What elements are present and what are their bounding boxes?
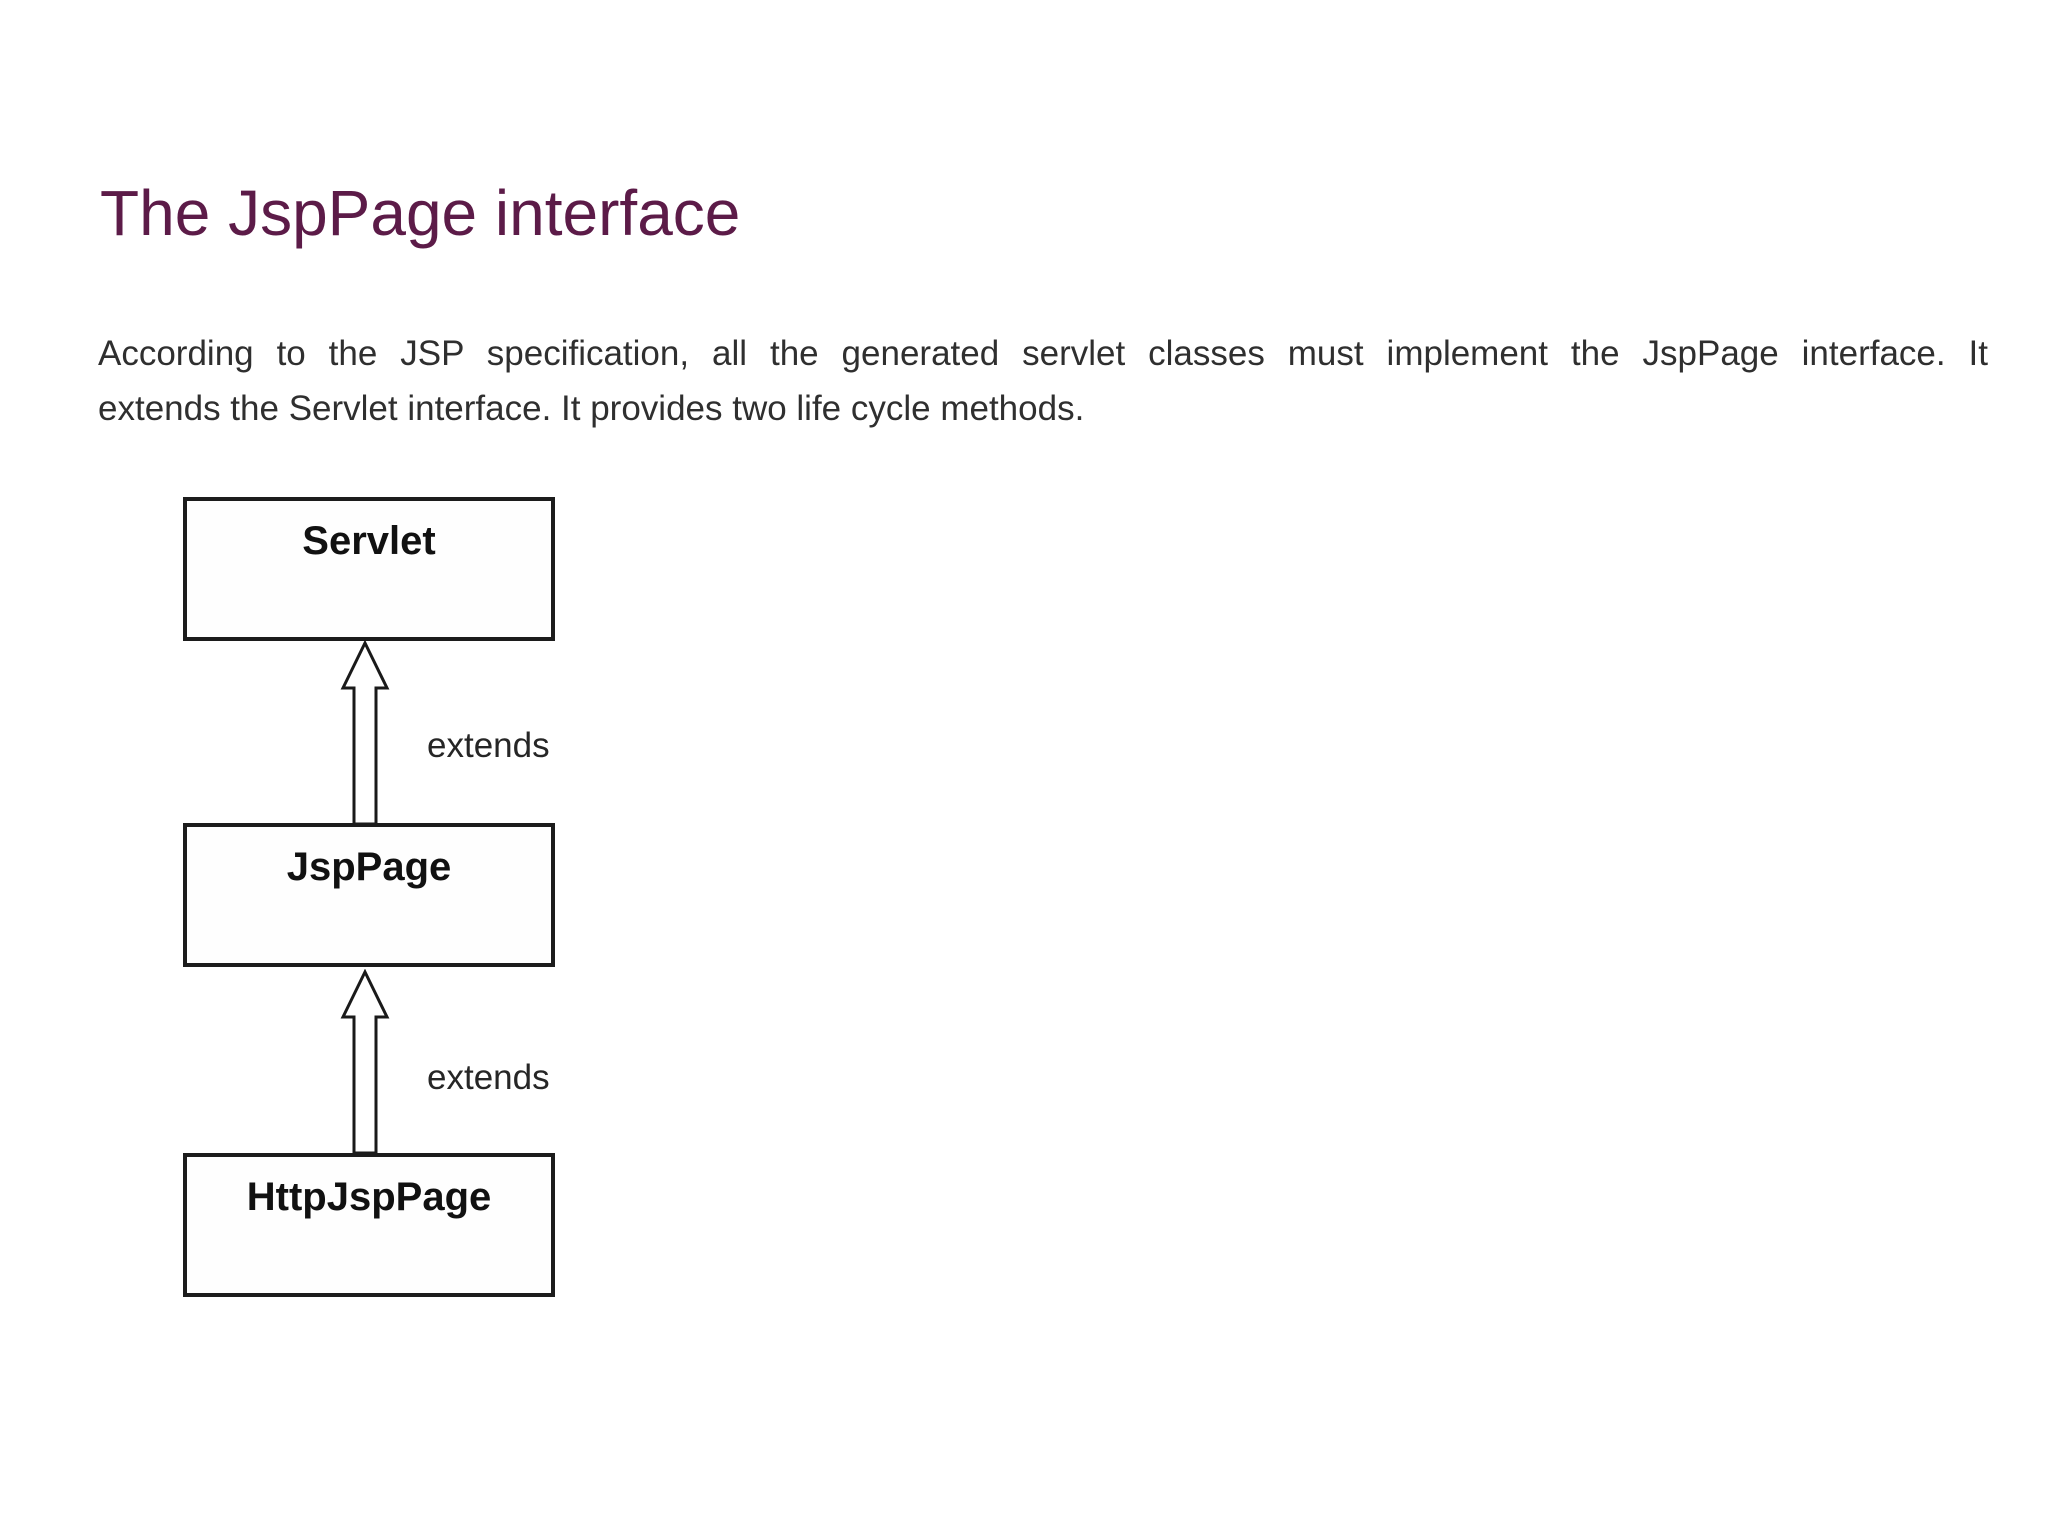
class-box-servlet: Servlet xyxy=(183,497,555,641)
intro-paragraph-line-1: According to the JSP specification, all … xyxy=(98,334,1988,373)
extends-label-2: extends xyxy=(427,1058,550,1097)
intro-paragraph: According to the JSP specification, all … xyxy=(98,326,1988,436)
class-label-jsppage: JspPage xyxy=(286,845,452,889)
inheritance-arrow-icon xyxy=(340,640,390,824)
inheritance-arrow-icon xyxy=(340,969,390,1153)
intro-paragraph-line-2: extends the Servlet interface. It provid… xyxy=(98,389,1085,428)
page-title: The JspPage interface xyxy=(100,177,741,249)
class-box-httpjsppage: HttpJspPage xyxy=(183,1153,555,1297)
class-box-jsppage: JspPage xyxy=(183,823,555,967)
extends-label-1: extends xyxy=(427,726,550,765)
class-label-servlet: Servlet xyxy=(302,519,436,563)
class-label-httpjsppage: HttpJspPage xyxy=(246,1175,492,1219)
